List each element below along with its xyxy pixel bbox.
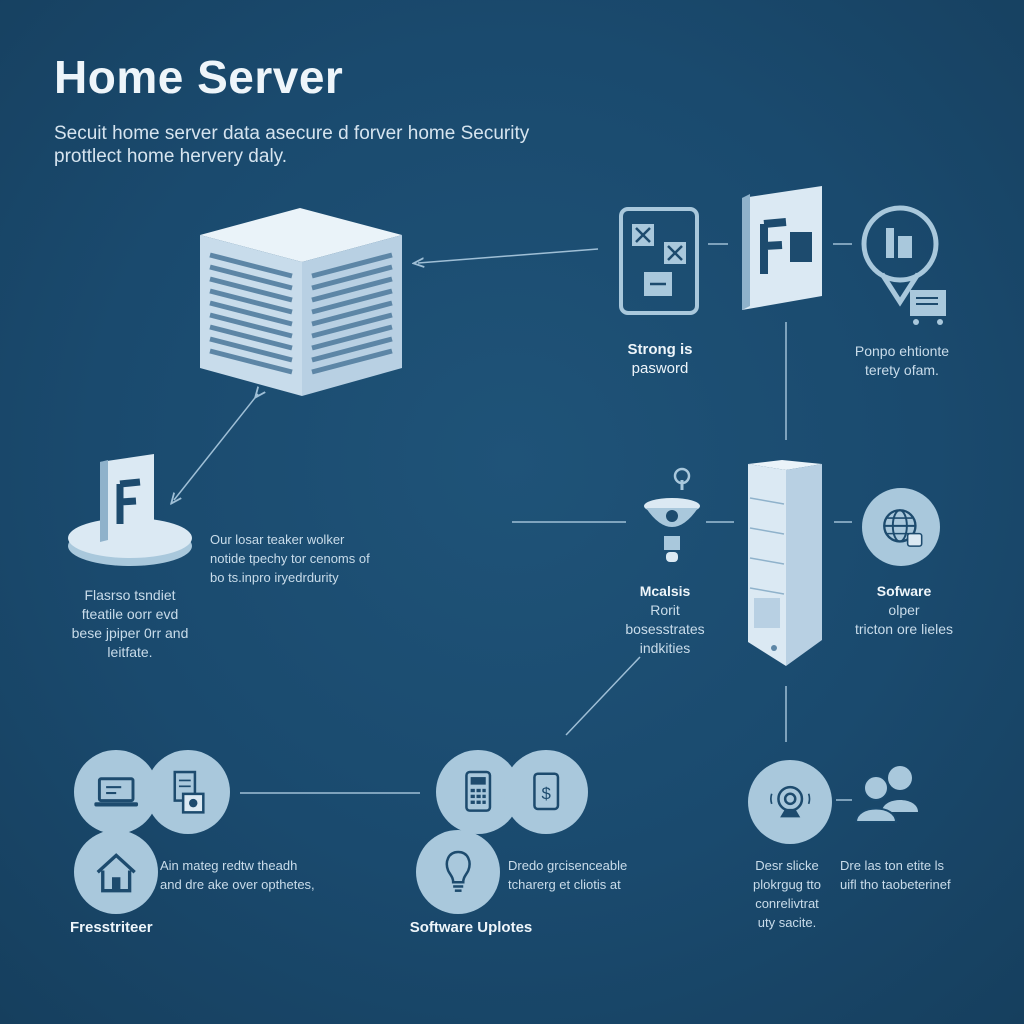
phone-caption-line-1: Ponpo ehtionte	[854, 343, 950, 359]
software-right-line-2: tricton ore lieles	[854, 621, 954, 637]
strong-password-line-2: pasword	[631, 360, 689, 377]
firewall-caption-line-2: fteatile oorr evd	[81, 606, 179, 622]
svg-text:$: $	[541, 784, 551, 803]
firewall-platform-icon	[68, 454, 192, 566]
bottom-left-description: Ain mateg redtw theadh and dre ake over …	[160, 856, 360, 894]
bottom-right1-line-3: conrelivtrat	[755, 896, 819, 911]
users-icon	[854, 766, 918, 823]
home-badge	[74, 830, 158, 914]
webcam-icon	[769, 785, 811, 818]
bottom-right2-line-1: Dre las ton etite ls	[840, 858, 945, 873]
laptop-badge	[74, 750, 158, 834]
firewall-document-icon	[742, 186, 822, 310]
monitors-title: Mcalsis	[639, 583, 691, 599]
strong-password-label: Strong is pasword	[600, 340, 720, 378]
firewall-caption-line-4: leitfate.	[107, 644, 153, 660]
center-description-line-2: notide tpechy tor cenoms of	[210, 551, 370, 566]
location-pin-icon	[861, 205, 946, 325]
server-tower-icon	[748, 460, 822, 666]
globe-badge	[862, 488, 940, 566]
phone-caption: Ponpo ehtionte terety ofam.	[834, 342, 970, 380]
monitors-line-3: indkities	[639, 640, 691, 656]
monitors-line-2: bosesstrates	[625, 621, 705, 637]
page-subtitle: Secuit home server data asecure d forver…	[54, 122, 614, 168]
bottom-mid-label: Software Uplotes	[409, 919, 533, 936]
bottom-right1-line-2: plokrgug tto	[753, 877, 821, 892]
phone-caption-line-2: terety ofam.	[865, 362, 939, 378]
subtitle-line-2: prottlect home hervery daly.	[54, 146, 288, 167]
monitoring-lamp-icon	[644, 467, 700, 562]
bottom-right2-line-2: uifl tho taobeterinef	[840, 877, 951, 892]
calculator-icon	[464, 770, 492, 812]
bottom-right1-line-4: uty sacite.	[757, 915, 817, 930]
bulb-badge	[416, 830, 500, 914]
firewall-caption-line-1: Flasrso tsndiet	[84, 587, 176, 603]
server-cube-icon	[200, 208, 402, 396]
software-right-caption: Sofware olper tricton ore lieles	[836, 582, 972, 639]
bottom-right1-line-1: Desr slicke	[755, 858, 819, 873]
firewall-caption: Flasrso tsndiet fteatile oorr evd bese j…	[60, 586, 200, 662]
password-grid-icon	[619, 207, 699, 315]
lightbulb-icon	[445, 850, 471, 892]
bottom-mid-line-2: tcharerg et cliotis at	[508, 877, 621, 892]
webcam-badge	[748, 760, 832, 844]
bottom-right-description-2: Dre las ton etite ls uifl tho taobeterin…	[840, 856, 1010, 894]
center-description: Our losar teaker wolker notide tpechy to…	[210, 530, 420, 587]
software-right-title: Sofware	[876, 583, 932, 599]
dollar-phone-icon: $	[532, 772, 560, 811]
monitors-caption: Mcalsis Rorit bosesstrates indkities	[600, 582, 730, 658]
bottom-mid-description: Dredo grcisenceable tcharerg et cliotis …	[508, 856, 668, 894]
page-title: Home Server	[54, 51, 344, 103]
bottom-left-line-2: and dre ake over opthetes,	[160, 877, 315, 892]
monitors-line-1: Rorit	[650, 602, 680, 618]
center-description-line-3: bo ts.inpro iryedrdurity	[210, 570, 339, 585]
subtitle-line-1: Secuit home server data asecure d forver…	[54, 123, 530, 144]
center-description-line-1: Our losar teaker wolker	[210, 532, 345, 547]
bottom-left-label: Fresstriteer	[70, 919, 153, 936]
payment-badge: $	[504, 750, 588, 834]
strong-password-line-1: Strong is	[627, 341, 693, 358]
bottom-right-description-1: Desr slicke plokrgug tto conrelivtrat ut…	[730, 856, 844, 932]
bottom-mid-line-1: Dredo grcisenceable	[508, 858, 628, 873]
software-right-line-1: olper	[888, 602, 920, 618]
home-icon	[96, 852, 136, 893]
document-badge	[146, 750, 230, 834]
bottom-left-line-1: Ain mateg redtw theadh	[160, 858, 298, 873]
globe-icon	[882, 508, 923, 547]
laptop-icon	[94, 777, 138, 807]
document-icon	[173, 770, 205, 814]
firewall-caption-line-3: bese jpiper 0rr and	[71, 625, 189, 641]
